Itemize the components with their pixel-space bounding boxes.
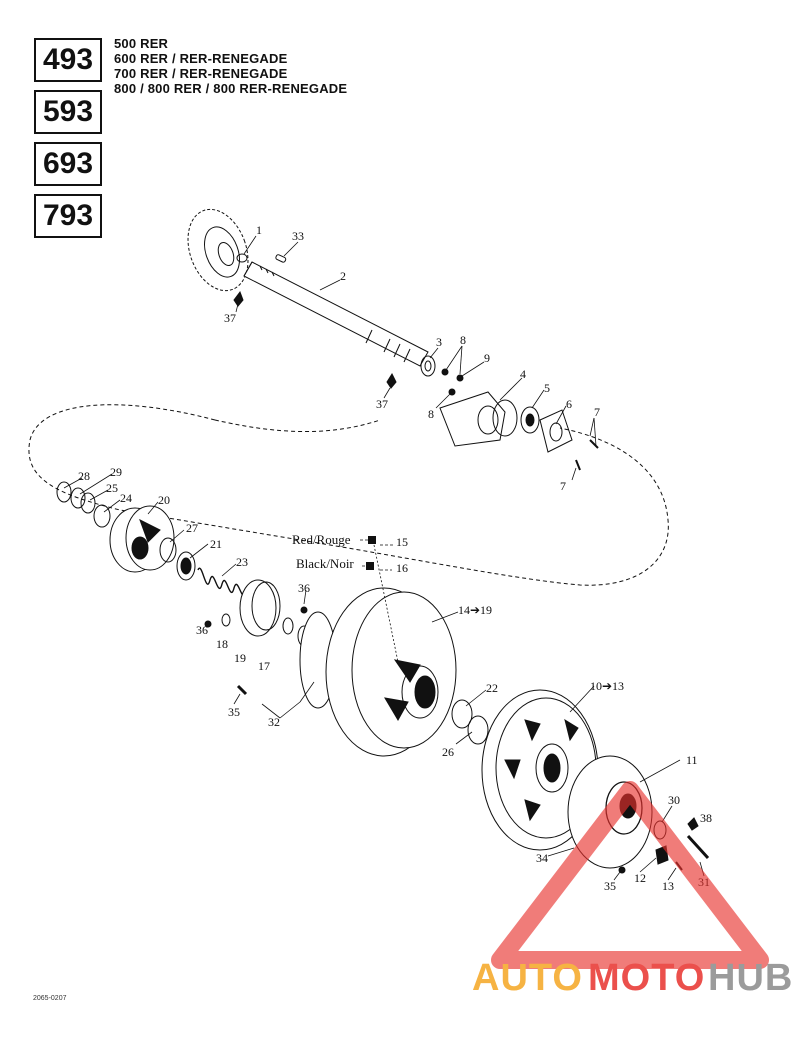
part-23-spring: [197, 567, 247, 597]
model-box-793: 793: [34, 194, 102, 238]
legend-black: Black/Noir 16: [296, 556, 408, 575]
part-5-bearing: [520, 406, 540, 434]
brake-disc-top: [187, 208, 249, 292]
legend-black-label: Black/Noir: [296, 556, 354, 571]
callout-2: 2: [340, 269, 346, 283]
callout-3: 3: [436, 335, 442, 349]
part-35-bolt-left: [236, 684, 248, 696]
legend-red-label: Red/Rouge: [292, 532, 351, 547]
legend-black-ref: 16: [396, 561, 408, 575]
part-19-cup: [239, 579, 281, 637]
legend-red-icon: [368, 536, 376, 544]
part-28-washer: [56, 481, 72, 503]
callout-5: 5: [544, 381, 550, 395]
model-line-700: 700 RER / RER-RENEGADE: [114, 66, 288, 81]
shaft-2: [243, 261, 429, 367]
callout-27: 27: [186, 521, 198, 535]
callout-32: 32: [268, 715, 280, 729]
callout-19: 19: [234, 651, 246, 665]
callout-29: 29: [110, 465, 122, 479]
callout-13: 13: [662, 879, 674, 893]
part-38-bolt: [687, 817, 699, 831]
callout-7-bottom: 7: [560, 479, 566, 493]
callout-36-right: 36: [298, 581, 310, 595]
bolt-37-top: [233, 290, 244, 307]
callout-37-mid: 37: [376, 397, 388, 411]
drive-belt-dashed: [28, 404, 669, 586]
callout-24: 24: [120, 491, 132, 505]
part-4-bearing-support: [439, 391, 518, 447]
model-number: 793: [42, 199, 94, 232]
warning-triangle-icon: [491, 781, 769, 969]
model-box-693: 693: [34, 142, 102, 186]
callout-18: 18: [216, 637, 228, 651]
callout-4: 4: [520, 367, 526, 381]
bolt-37-mid: [386, 372, 397, 389]
callout-20: 20: [158, 493, 170, 507]
part-27-ring: [159, 537, 177, 563]
watermark-logo: AUTO MOTO HUB: [472, 781, 793, 999]
legend-red: Red/Rouge 15: [292, 532, 408, 549]
callout-6: 6: [566, 397, 572, 411]
callout-8-left: 8: [428, 407, 434, 421]
callout-26: 26: [442, 745, 454, 759]
part-21-bushing: [176, 551, 196, 581]
part-29-washer: [70, 487, 86, 509]
callout-37-top: 37: [224, 311, 236, 325]
model-number: 593: [42, 95, 94, 128]
model-box-593: 593: [34, 90, 102, 134]
part-3-spacer: [420, 355, 436, 377]
part-1-key: [236, 253, 248, 263]
callout-10-13: 10➔13: [590, 679, 624, 693]
model-line-800: 800 / 800 RER / 800 RER-RENEGADE: [114, 81, 348, 96]
callout-34: 34: [536, 851, 548, 865]
callout-9: 9: [484, 351, 490, 365]
watermark-auto: AUTO: [472, 957, 583, 999]
model-number: 493: [42, 43, 94, 76]
callout-11: 11: [686, 753, 698, 767]
legend-red-ref: 15: [396, 535, 408, 549]
callout-1: 1: [256, 223, 262, 237]
callout-28: 28: [78, 469, 90, 483]
callout-12: 12: [634, 871, 646, 885]
callout-38: 38: [700, 811, 712, 825]
callout-35-left: 35: [228, 705, 240, 719]
callout-35-right: 35: [604, 879, 616, 893]
callout-21: 21: [210, 537, 222, 551]
callout-25: 25: [106, 481, 118, 495]
part-17-ring: [282, 617, 294, 635]
part-31-bolt: [686, 834, 710, 860]
part-18-ring: [221, 613, 231, 627]
callout-23: 23: [236, 555, 248, 569]
part-35-screw: [618, 866, 626, 874]
callout-36-left: 36: [196, 623, 208, 637]
part-25-washer: [80, 492, 96, 514]
part-22-washer: [451, 699, 473, 729]
callout-33: 33: [292, 229, 304, 243]
callout-17: 17: [258, 659, 270, 673]
legend-black-icon: [366, 562, 374, 570]
model-line-500: 500 RER: [114, 36, 169, 51]
watermark-hub: HUB: [708, 957, 793, 999]
model-number: 693: [42, 147, 94, 180]
callout-14-19: 14➔19: [458, 603, 492, 617]
callout-7-right: 7: [594, 405, 600, 419]
callout-30: 30: [668, 793, 680, 807]
part-14-sliding-sheave: [325, 587, 457, 757]
model-line-600: 600 RER / RER-RENEGADE: [114, 51, 288, 66]
part-26-washer: [467, 715, 489, 745]
callout-22: 22: [486, 681, 498, 695]
document-code: 2065-0207: [33, 995, 67, 1002]
watermark-moto: MOTO: [588, 957, 705, 999]
model-box-493: 493: [34, 38, 102, 82]
callout-8-top: 8: [460, 333, 466, 347]
part-24-washer: [93, 504, 111, 528]
part-6-flange: [539, 409, 573, 453]
part-20-cam: [109, 505, 175, 573]
part-33-key: [275, 254, 287, 263]
